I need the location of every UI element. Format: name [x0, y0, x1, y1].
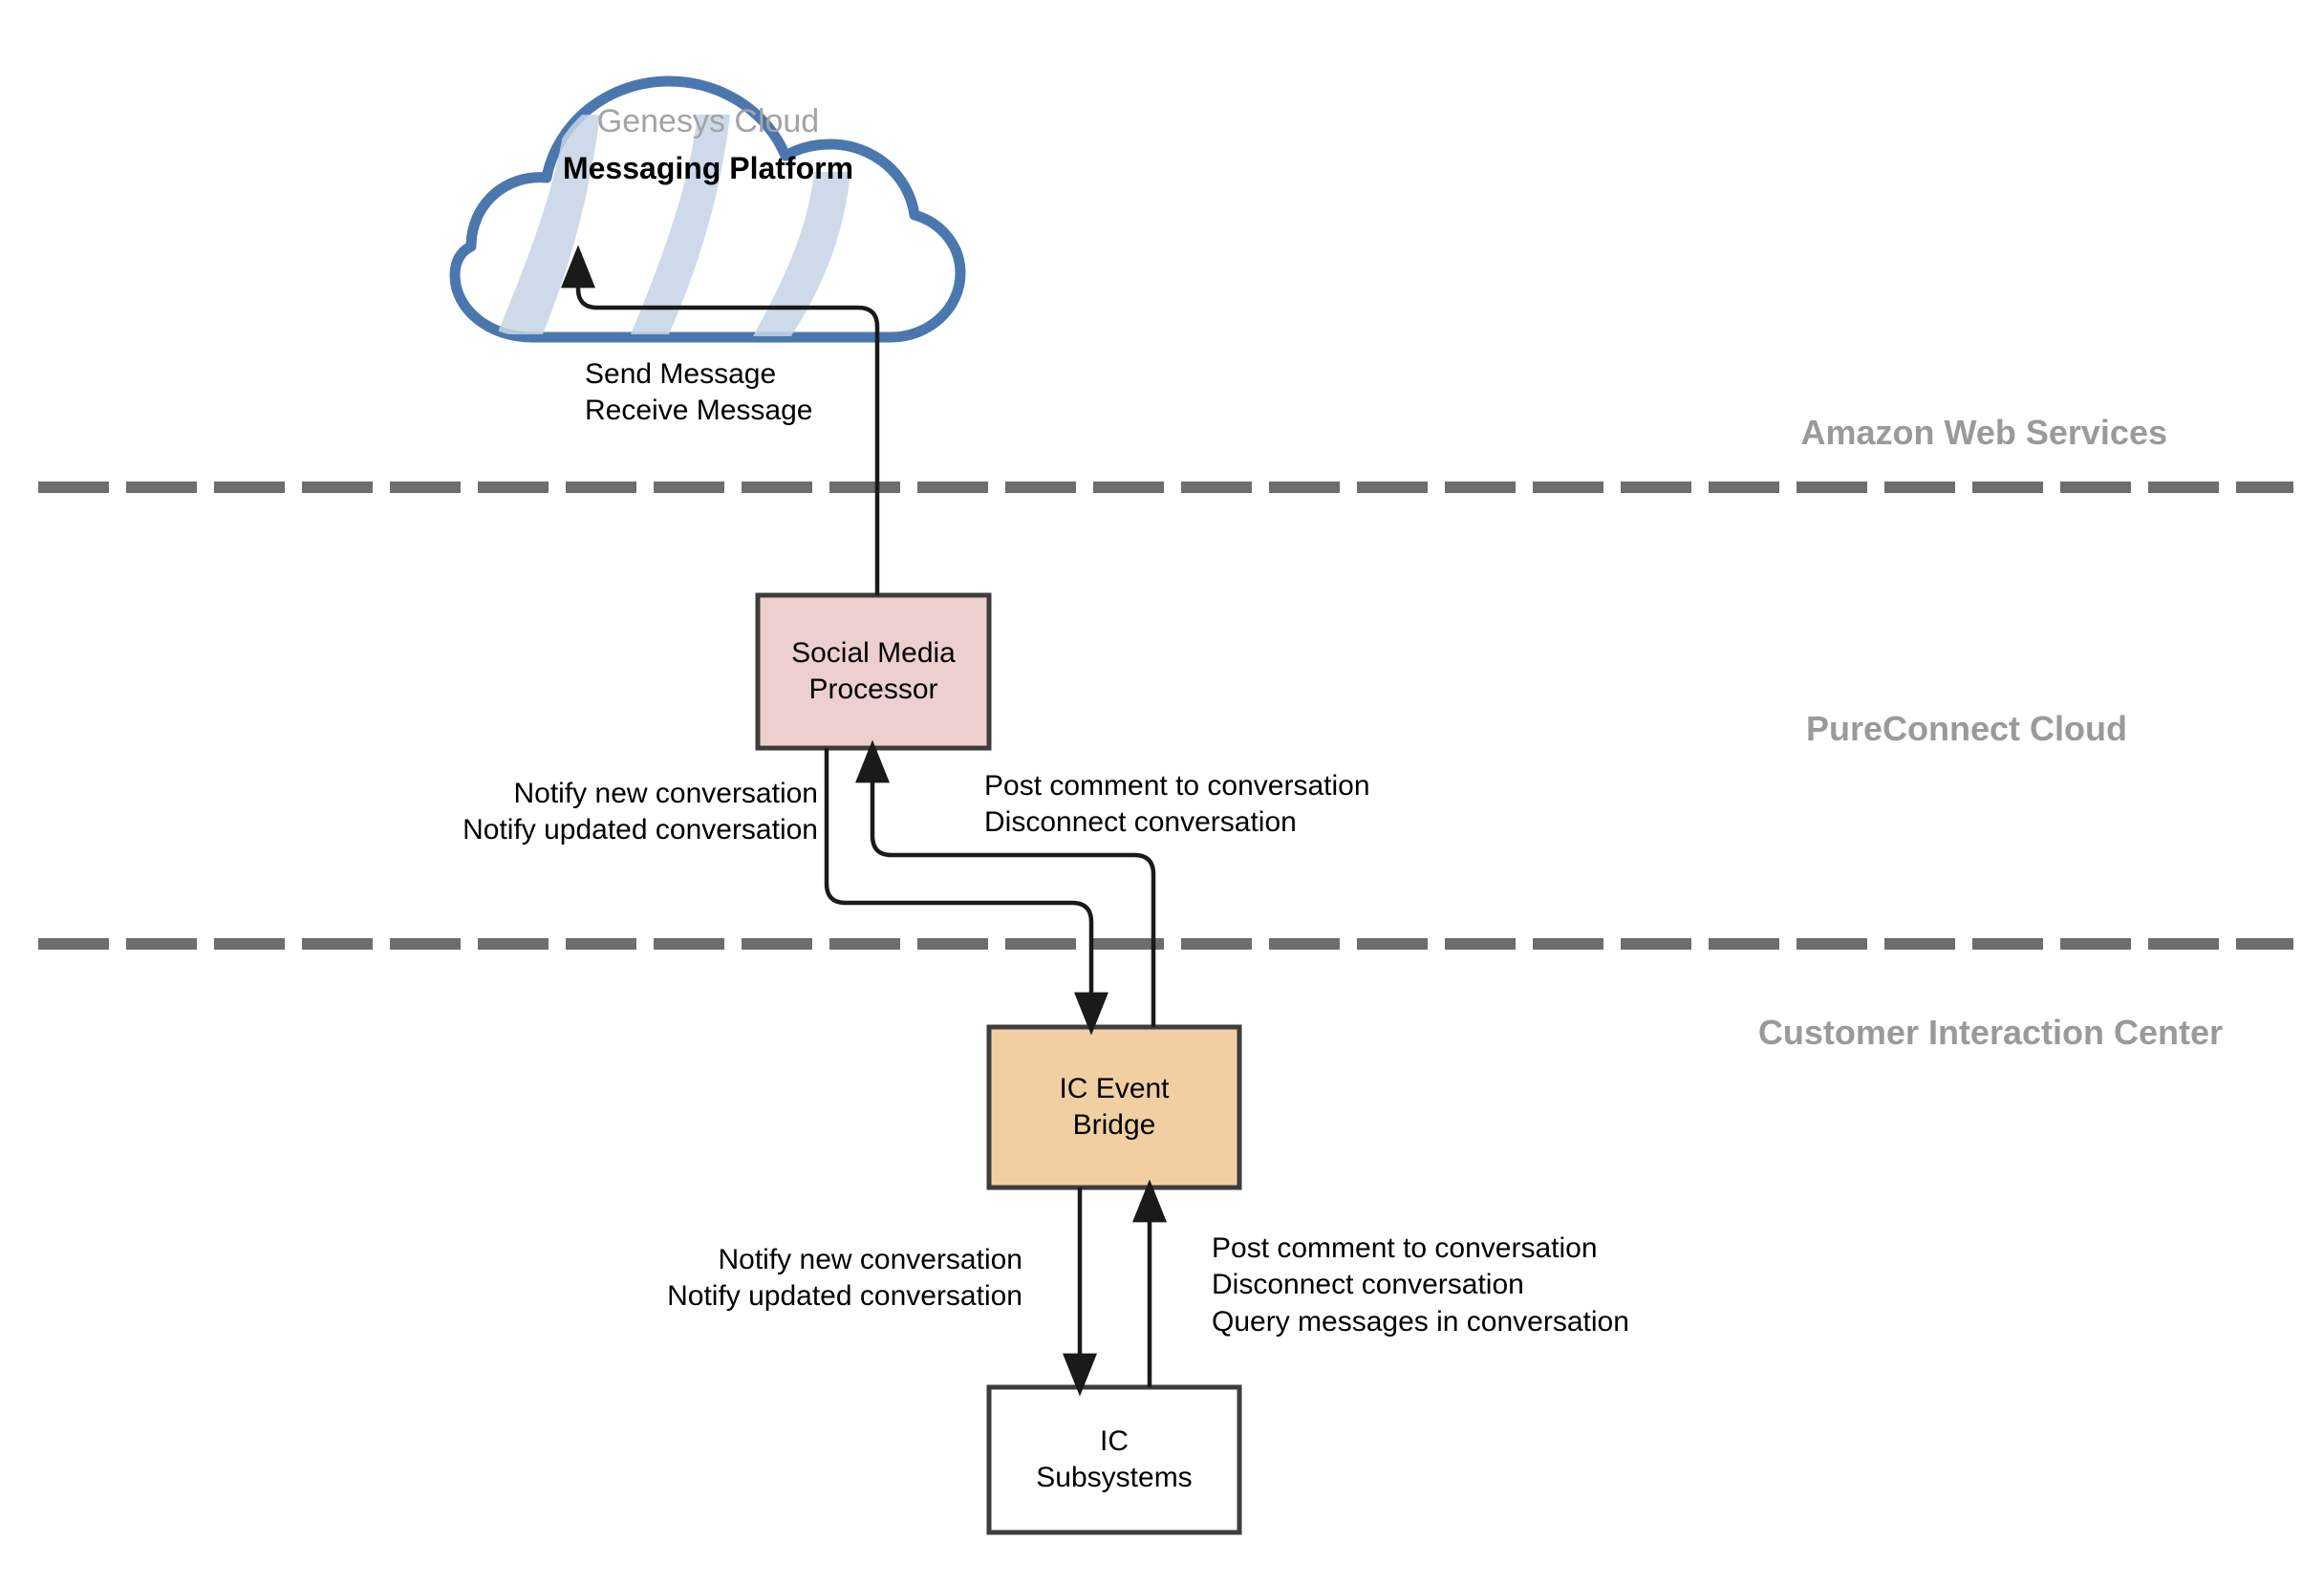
genesys-cloud-shape	[449, 75, 966, 343]
edge-messaging-to-processor	[561, 245, 880, 595]
edge-label-notify-conversation-lower: Notify new conversation Notify updated c…	[667, 1244, 1022, 1313]
edge-label-post-disconnect-upper: Post comment to conversation Disconnect …	[984, 770, 1370, 839]
edge-label-send-receive-message: Send Message Receive Message	[585, 358, 813, 427]
edge-label-post-disconnect-query-lower: Post comment to conversation Disconnect …	[1212, 1232, 1629, 1338]
zone-label-pureconnect-cloud: PureConnect Cloud	[1805, 709, 2127, 748]
ic-event-bridge-box[interactable]	[986, 1024, 1242, 1190]
edge-bridge-to-processor-post	[855, 739, 1156, 1027]
edge-processor-to-bridge-notify	[824, 748, 1108, 1036]
zone-label-customer-interaction-center: Customer Interaction Center	[1757, 1013, 2223, 1052]
social-media-processor-box[interactable]	[755, 592, 992, 751]
zone-label-amazon-web-services: Amazon Web Services	[1800, 413, 2167, 452]
ic-subsystems-box[interactable]	[986, 1384, 1242, 1535]
cloud-accent-swooshes	[497, 115, 850, 336]
edge-label-notify-conversation-upper: Notify new conversation Notify updated c…	[463, 778, 818, 846]
